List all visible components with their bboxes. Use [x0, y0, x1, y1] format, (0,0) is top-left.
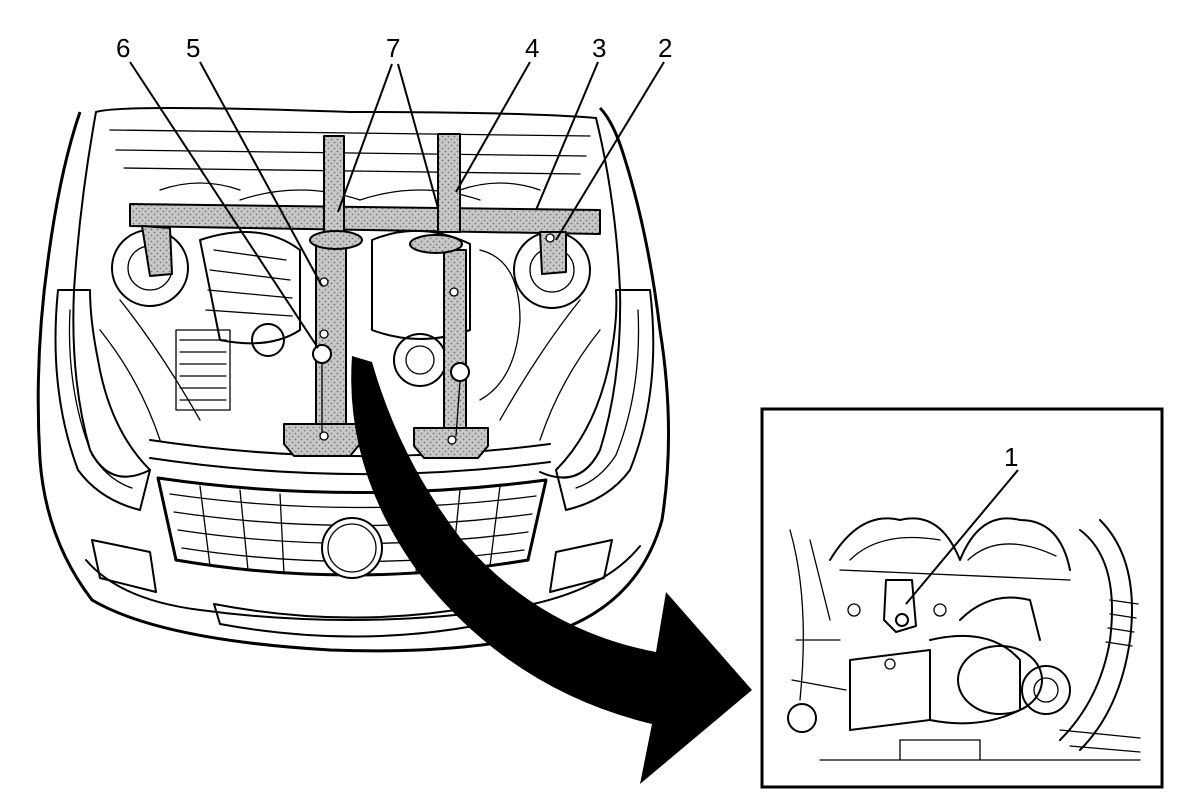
- callout-4: 4: [525, 33, 539, 63]
- callout-3: 3: [592, 33, 606, 63]
- fixture-right-saddle: [409, 234, 463, 254]
- cowl-panel: [109, 129, 591, 175]
- fixture-right-hook: [450, 362, 470, 382]
- fog-lamp-left: [91, 539, 157, 593]
- lift-bracket-hole: [895, 613, 909, 627]
- leader-5: [199, 61, 323, 287]
- leader-4: [455, 61, 531, 193]
- fixture-bolt: [449, 287, 459, 297]
- fixture-cross-bar: [129, 203, 601, 235]
- callout-1: 1: [1004, 442, 1018, 472]
- leader-1: [905, 469, 1019, 605]
- detail-arrow: [351, 356, 752, 784]
- left-fender-line: [72, 111, 151, 478]
- leader-7a: [337, 63, 393, 213]
- callout-5: 5: [186, 33, 200, 63]
- leader-2: [555, 61, 665, 241]
- fixture-right-vertical-bar: [443, 249, 467, 441]
- grille-emblem-ring: [327, 523, 377, 573]
- engine-lift-bracket: [883, 579, 917, 633]
- fixture-right-upright: [437, 133, 461, 233]
- vehicle-front-view: [36, 106, 670, 653]
- detail-inset-artwork: [778, 508, 1148, 770]
- grille-emblem: [321, 517, 383, 579]
- callout-7: 7: [386, 33, 400, 63]
- fixture-left-vertical-bar: [315, 245, 347, 441]
- leader-7b: [397, 63, 439, 209]
- right-headlamp: [555, 289, 655, 511]
- engine-support-fixture: [129, 133, 601, 459]
- front-bumper: [85, 545, 641, 621]
- fixture-left-leg: [141, 225, 173, 277]
- fixture-left-upright: [323, 135, 345, 233]
- left-headlamp: [54, 289, 151, 511]
- right-headlamp-inner: [575, 309, 640, 489]
- leader-6: [129, 61, 319, 349]
- fixture-right-hook-rod: [455, 380, 461, 437]
- fixture-right-leg: [539, 231, 567, 275]
- fixture-bolt: [319, 329, 329, 339]
- fixture-bolt: [447, 435, 457, 445]
- callouts: 6 5 7 4 3 2: [116, 33, 672, 349]
- fixture-bolt: [319, 431, 329, 441]
- fixture-left-hook: [312, 344, 332, 364]
- left-headlamp-inner: [68, 309, 133, 489]
- right-fender-line: [539, 117, 622, 479]
- hood-opening: [95, 107, 597, 119]
- callout-6: 6: [116, 33, 130, 63]
- fog-lamp-right: [549, 539, 613, 593]
- fixture-bolt: [545, 233, 555, 243]
- vehicle-body-outline: [36, 106, 670, 653]
- fixture-left-saddle: [309, 230, 363, 250]
- callout-2: 2: [658, 33, 672, 63]
- leader-3: [535, 61, 599, 211]
- detail-inset: 1: [760, 407, 1164, 789]
